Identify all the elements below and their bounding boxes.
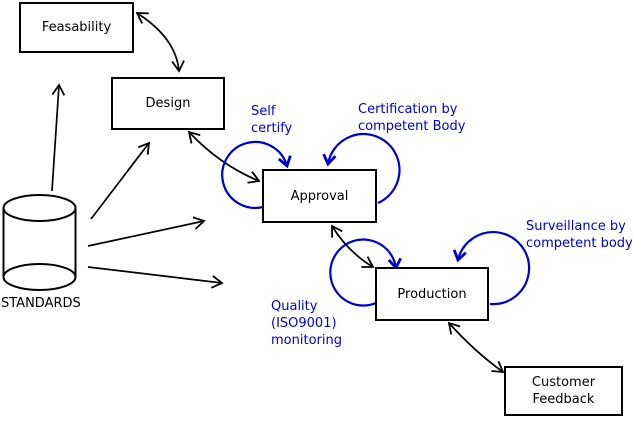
arrow-standards-production <box>87 266 224 289</box>
label-self-certify: Self certify <box>251 104 293 136</box>
arrow-approval-production <box>331 224 375 268</box>
arrow-production-customer-feedback <box>447 321 505 374</box>
arrow-standards-design <box>90 141 151 220</box>
process-box-design: Design <box>111 77 225 130</box>
arrow-standards-approval <box>87 216 206 247</box>
arrow-standards-feasability <box>51 83 66 192</box>
loop-certification <box>328 132 401 205</box>
arrow-feasability-design <box>135 12 185 73</box>
standards-cylinder <box>2 194 77 291</box>
label-certification-by-competent-body: Certification by competent Body <box>358 102 466 134</box>
label-surveillance-by-competent-body: Surveillance by competent body <box>526 219 633 251</box>
loop-quality-monitoring <box>329 238 396 307</box>
loop-self-certify <box>221 140 287 209</box>
process-box-production: Production <box>375 267 489 321</box>
label-quality-iso9001-monitoring: Quality (ISO9001) monitoring <box>271 299 342 348</box>
process-box-customer-feedback: Customer Feedback <box>504 366 623 416</box>
process-box-approval: Approval <box>262 169 377 223</box>
standards-label: STANDARDS <box>1 296 81 311</box>
arrow-design-approval <box>187 130 261 184</box>
loop-surveillance <box>458 231 531 306</box>
process-box-feasability: Feasability <box>19 2 134 53</box>
